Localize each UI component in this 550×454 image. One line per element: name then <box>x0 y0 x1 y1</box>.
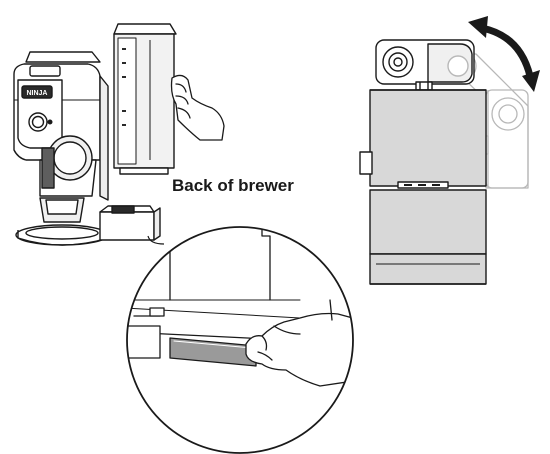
coffee-brewer <box>13 51 109 246</box>
curved-double-arrow-icon <box>468 16 540 92</box>
hand-icon <box>170 74 225 141</box>
brewer-rear-view <box>359 89 487 285</box>
brewer-top-lid <box>375 39 475 91</box>
zoom-circle-icon <box>126 226 354 454</box>
water-reservoir <box>113 23 177 175</box>
brewer-base-module <box>99 205 161 241</box>
back-of-brewer-label: Back of brewer <box>172 176 294 195</box>
brand-logo: NINJA <box>26 90 47 97</box>
zoom-connector-line <box>147 235 165 245</box>
